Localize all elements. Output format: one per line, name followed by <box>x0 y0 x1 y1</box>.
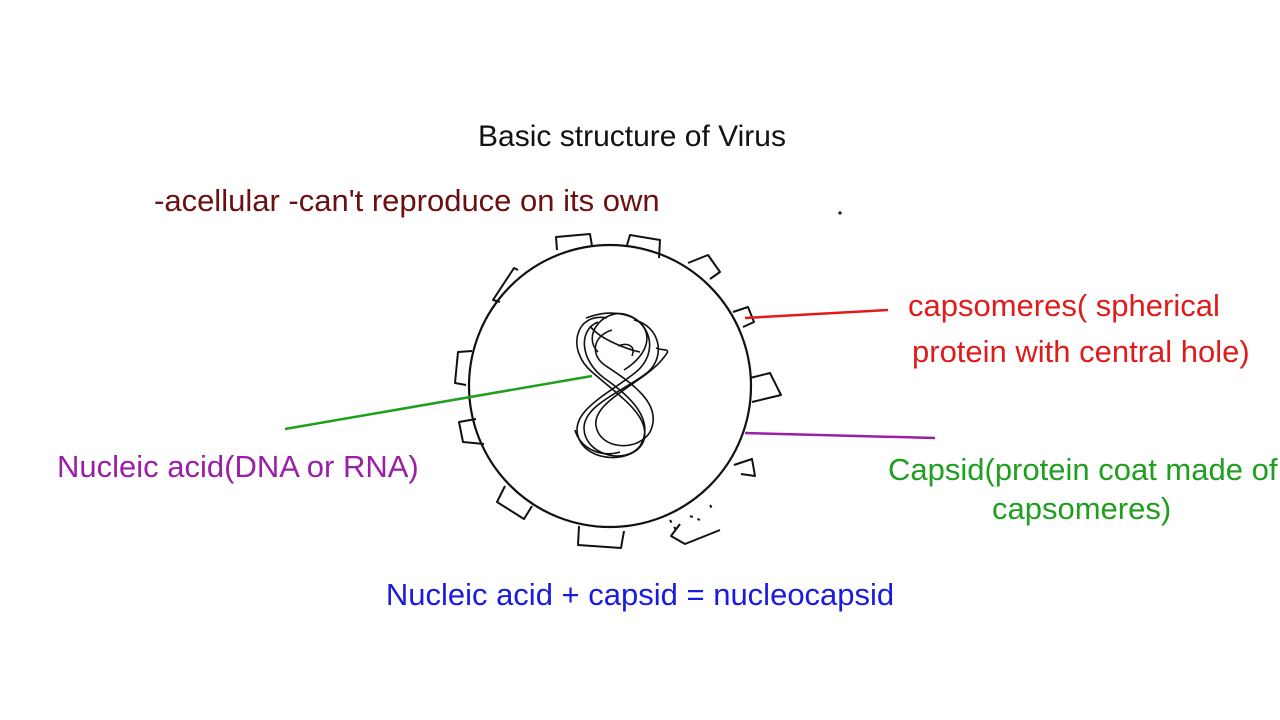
capsomere-dashed <box>669 504 715 531</box>
capsomere <box>687 254 721 280</box>
capsomeres <box>454 233 782 549</box>
capsomere <box>749 372 782 403</box>
capsomere <box>454 350 473 386</box>
capsomere <box>732 306 755 328</box>
capsid-outline <box>467 243 753 529</box>
capsomere <box>577 525 625 549</box>
capsomeres-pointer-line <box>744 308 889 320</box>
capsomere <box>555 233 593 251</box>
capsid-label-line2: capsomeres) <box>992 491 1172 526</box>
capsomere <box>496 485 533 520</box>
capsid-pointer-line <box>744 431 936 440</box>
capsomeres-label-line1: capsomeres( spherical <box>908 288 1220 323</box>
capsomere <box>626 234 661 259</box>
diagram-title: Basic structure of Virus <box>478 120 786 153</box>
nucleocapsid-equation: Nucleic acid + capsid = nucleocapsid <box>385 577 895 612</box>
capsomeres-label-line2: protein with central hole) <box>912 334 1250 369</box>
nucleic-acid-scribble <box>574 312 669 459</box>
virus-properties: -acellular -can't reproduce on its own <box>154 183 660 218</box>
capsomere <box>670 523 721 545</box>
capsomere <box>492 267 519 303</box>
stray-dot <box>838 211 842 215</box>
nucleic-acid-pointer-line <box>284 374 593 431</box>
capsid-label-line1: Capsid(protein coat made of <box>888 452 1278 487</box>
capsomere <box>458 418 485 445</box>
nucleic-acid-label: Nucleic acid(DNA or RNA) <box>57 449 419 484</box>
capsomere <box>733 458 756 477</box>
